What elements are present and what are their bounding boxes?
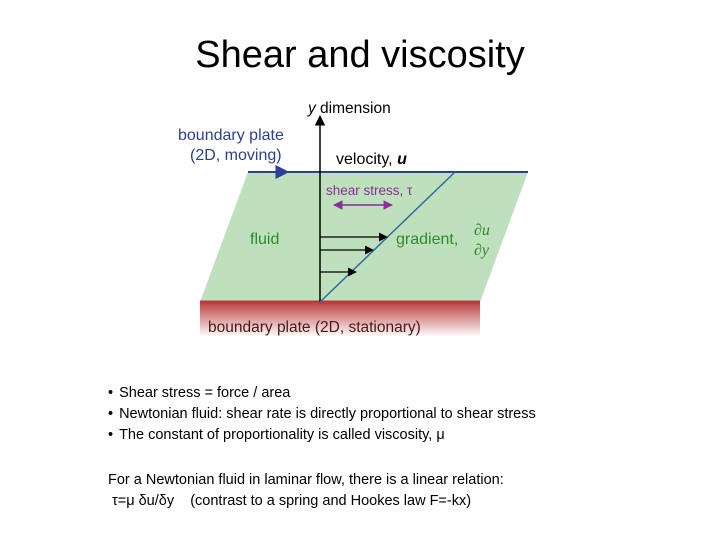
gradient-numerator: ∂u [474, 222, 490, 239]
shear-diagram: y dimension boundary plate (2D, moving) … [178, 100, 528, 337]
bullet-item: Newtonian fluid: shear rate is directly … [108, 404, 536, 425]
bullet-item: Shear stress = force / area [108, 383, 536, 404]
note-line: For a Newtonian fluid in laminar flow, t… [108, 472, 504, 488]
bottom-plate [200, 301, 480, 337]
slide-title: Shear and viscosity [195, 34, 525, 76]
velocity-label: velocity, u [336, 151, 407, 168]
top-plate-sublabel: (2D, moving) [190, 147, 282, 164]
bullet-item: The constant of proportionality is calle… [108, 425, 536, 446]
bullet-list: Shear stress = force / area Newtonian fl… [108, 383, 536, 446]
y-axis-label: y dimension [307, 100, 391, 117]
equation-line: τ=μ δu/δy (contrast to a spring and Hook… [108, 493, 472, 509]
top-plate-label: boundary plate [178, 127, 284, 144]
shear-stress-label: shear stress, τ [326, 183, 413, 198]
note-block: For a Newtonian fluid in laminar flow, t… [108, 470, 504, 512]
fluid-label: fluid [250, 231, 279, 248]
gradient-denominator: ∂y [474, 242, 490, 259]
gradient-label: gradient, [396, 231, 458, 248]
bottom-plate-label: boundary plate (2D, stationary) [208, 319, 421, 336]
